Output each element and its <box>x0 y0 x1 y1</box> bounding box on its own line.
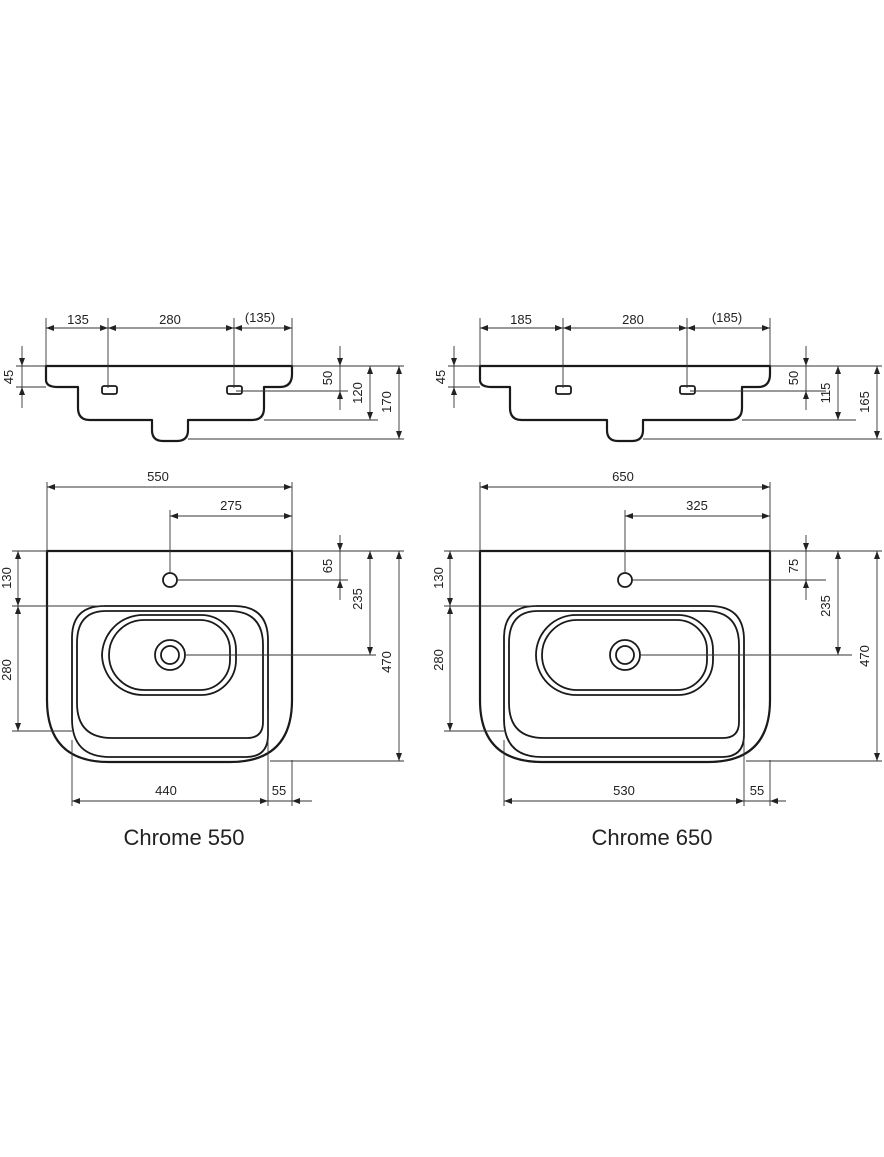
dim-side-right: (135) <box>245 310 275 325</box>
dim-side-left: 135 <box>67 312 89 327</box>
dim-side-h4: 170 <box>379 391 394 413</box>
dim-top-tap: 65 <box>320 559 335 573</box>
dim-top-tap: 75 <box>786 559 801 573</box>
dim-top-width: 550 <box>147 469 169 484</box>
side-view-550: 135 280 (135) 45 50 120 <box>1 310 404 443</box>
top-view-550: 550 275 65 235 470 <box>0 469 404 806</box>
dim-side-left: 185 <box>510 312 532 327</box>
dim-side-middle: 280 <box>622 312 644 327</box>
dim-side-h1: 45 <box>1 370 16 384</box>
dim-side-h3: 115 <box>818 383 833 404</box>
dim-top-drain: 235 <box>818 595 833 617</box>
dim-top-half: 325 <box>686 498 708 513</box>
dim-side-h2: 50 <box>320 371 335 385</box>
dim-top-edge: 55 <box>750 783 764 798</box>
dim-top-bowl: 280 <box>431 649 446 671</box>
dim-side-h3: 120 <box>350 382 365 404</box>
dim-side-h1: 45 <box>433 370 448 384</box>
dim-side-h4: 165 <box>857 391 872 413</box>
dim-top-half: 275 <box>220 498 242 513</box>
dim-top-drain: 235 <box>350 588 365 610</box>
dim-side-right: (185) <box>712 310 742 325</box>
caption-chrome-650: Chrome 650 <box>591 825 712 850</box>
dim-top-back: 130 <box>0 567 14 589</box>
drawing-chrome-650: 185 280 (185) 45 50 115 165 <box>431 310 882 850</box>
dim-top-inner: 530 <box>613 783 635 798</box>
side-view-650: 185 280 (185) 45 50 115 165 <box>433 310 882 443</box>
dim-top-bowl: 280 <box>0 659 14 681</box>
top-view-650: 650 325 75 235 470 <box>431 469 882 806</box>
dim-top-edge: 55 <box>272 783 286 798</box>
dim-top-width: 650 <box>612 469 634 484</box>
drawing-chrome-550: 135 280 (135) 45 50 120 <box>0 310 404 850</box>
dim-top-back: 130 <box>431 567 446 589</box>
caption-chrome-550: Chrome 550 <box>123 825 244 850</box>
dim-top-depth: 470 <box>379 651 394 673</box>
dim-side-middle: 280 <box>159 312 181 327</box>
dim-top-depth: 470 <box>857 645 872 667</box>
dim-side-h2: 50 <box>786 371 801 385</box>
dim-top-inner: 440 <box>155 783 177 798</box>
